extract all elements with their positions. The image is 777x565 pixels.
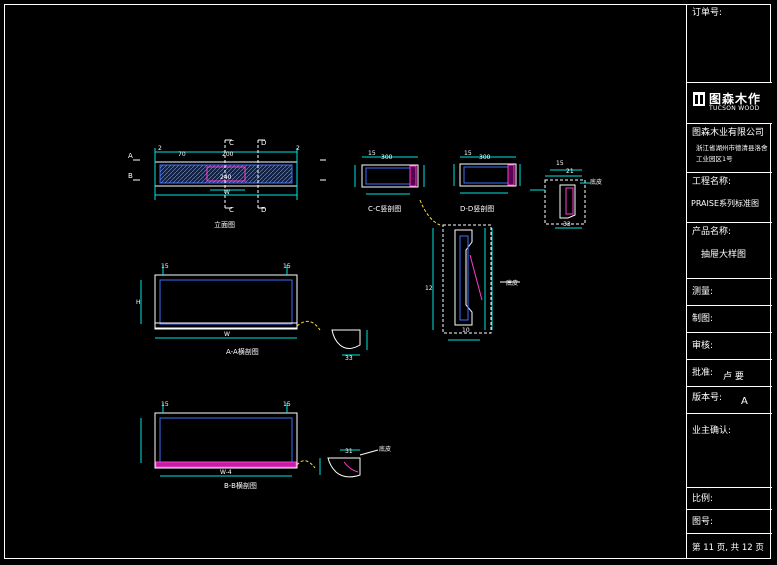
cc-dim-15: 15 xyxy=(368,150,376,157)
version-value: A xyxy=(741,396,748,407)
version-row: 版本号: A xyxy=(687,387,772,414)
detail-dim-12: 12 xyxy=(425,285,433,292)
detail-note-top: 底皮 xyxy=(590,178,602,186)
detail-dim-10: 10 xyxy=(462,327,470,334)
aa-section-view xyxy=(140,265,368,356)
review-row: 审核: xyxy=(687,333,772,360)
dd-section-view xyxy=(453,156,521,194)
logo-text-cn: 图森木作 xyxy=(709,92,762,106)
company-address-line2: 工业园区1号 xyxy=(696,155,733,163)
section-d-bottom-label: D xyxy=(261,206,266,214)
project-row: 工程名称: PRAISE系列标准图 xyxy=(687,173,772,223)
survey-label: 测量: xyxy=(692,287,714,297)
bb-section-view xyxy=(140,403,379,478)
elevation-view xyxy=(133,139,326,209)
dd-dim-300: 300 xyxy=(479,154,491,161)
scale-label: 比例: xyxy=(692,494,714,504)
owner-row: 业主确认: xyxy=(687,414,772,488)
order-no-label: 订单号: xyxy=(692,8,723,18)
corner-detail-view xyxy=(530,169,590,229)
logo: 图森木作 TUCSON WOOD xyxy=(687,83,772,123)
company-name: 图森木业有限公司 xyxy=(692,128,765,138)
profile-detail-view xyxy=(419,199,520,341)
section-c-bottom-label: C xyxy=(229,206,234,214)
aa-dim-33: 33 xyxy=(345,355,353,362)
product-row: 产品名称: 抽屉大样图 xyxy=(687,223,772,279)
dim-70: 70 xyxy=(178,151,186,158)
product-value: 抽屉大样图 xyxy=(701,250,747,260)
cc-section-view xyxy=(354,156,425,195)
approve-label: 批准: xyxy=(692,368,714,378)
section-b-left-label: B xyxy=(128,172,133,180)
aa-section-caption: A-A横剖图 xyxy=(226,347,259,356)
bb-dim-15-right: 15 xyxy=(283,401,291,408)
cad-drawing-area: 立面图 C D C D A B C-C竖剖图 D-D竖剖图 A-A横剖图 B-B… xyxy=(128,139,602,490)
section-a-left-label: A xyxy=(128,152,133,160)
elevation-caption: 立面图 xyxy=(214,220,235,229)
detail-dim-33: 33 xyxy=(563,221,571,228)
drawing-frame xyxy=(4,4,771,559)
drawing-no-label: 图号: xyxy=(692,517,714,527)
logo-text-en: TUCSON WOOD xyxy=(709,105,760,112)
section-d-top-label: D xyxy=(261,139,266,147)
dd-dim-15: 15 xyxy=(464,150,472,157)
dim-w-elevation: W xyxy=(224,189,230,196)
bb-section-caption: B-B横剖图 xyxy=(224,481,257,490)
section-c-top-label: C xyxy=(229,139,234,147)
bb-dim-w4: W-4 xyxy=(220,469,232,476)
aa-dim-15-right: 15 xyxy=(283,263,291,270)
drawn-label: 制图: xyxy=(692,314,714,324)
bb-dim-15-left: 15 xyxy=(161,401,169,408)
dim-240: 240 xyxy=(220,174,232,181)
page-row: 第 11 页, 共 12 页 xyxy=(687,534,772,559)
approve-value: 卢 要 xyxy=(723,372,744,382)
dim-top-right: 2 xyxy=(296,145,300,152)
company-row: 图森木业有限公司 浙江省湖州市德清县洛舍 工业园区1号 xyxy=(687,123,772,173)
aa-dim-15-left: 15 xyxy=(161,263,169,270)
detail-dim-15: 15 xyxy=(556,160,564,167)
aa-dim-w: W xyxy=(224,331,230,338)
company-address-line1: 浙江省湖州市德清县洛舍 xyxy=(696,144,768,152)
cc-section-caption: C-C竖剖图 xyxy=(368,204,401,213)
bb-dim-31: 31 xyxy=(345,448,353,455)
review-label: 审核: xyxy=(692,341,714,351)
detail-dim-21: 21 xyxy=(566,168,574,175)
dim-200: 200 xyxy=(222,151,234,158)
product-label: 产品名称: xyxy=(692,227,732,237)
page-number: 第 11 页, 共 12 页 xyxy=(692,543,764,553)
project-value: PRAISE系列标准图 xyxy=(691,199,760,208)
drawing-no-row: 图号: xyxy=(687,510,772,534)
bb-note-bottom-skin: 底皮 xyxy=(379,445,391,453)
detail-note-mid: 底皮 xyxy=(506,279,518,287)
owner-label: 业主确认: xyxy=(692,426,732,436)
aa-dim-h: H xyxy=(136,299,141,306)
dd-section-caption: D-D竖剖图 xyxy=(460,204,494,213)
dim-top-left: 2 xyxy=(158,145,162,152)
scale-row: 比例: xyxy=(687,488,772,510)
order-no-row: 订单号: xyxy=(687,4,772,83)
version-label: 版本号: xyxy=(692,393,723,403)
logo-mark-icon xyxy=(693,92,705,106)
project-label: 工程名称: xyxy=(692,177,732,187)
drawn-row: 制图: xyxy=(687,306,772,333)
title-block: 订单号: 图森木作 TUCSON WOOD 图森木业有限公司 浙江省湖州市德清县… xyxy=(686,4,772,559)
cc-dim-300: 300 xyxy=(381,154,393,161)
approve-row: 批准: 卢 要 xyxy=(687,360,772,387)
survey-row: 测量: xyxy=(687,279,772,306)
